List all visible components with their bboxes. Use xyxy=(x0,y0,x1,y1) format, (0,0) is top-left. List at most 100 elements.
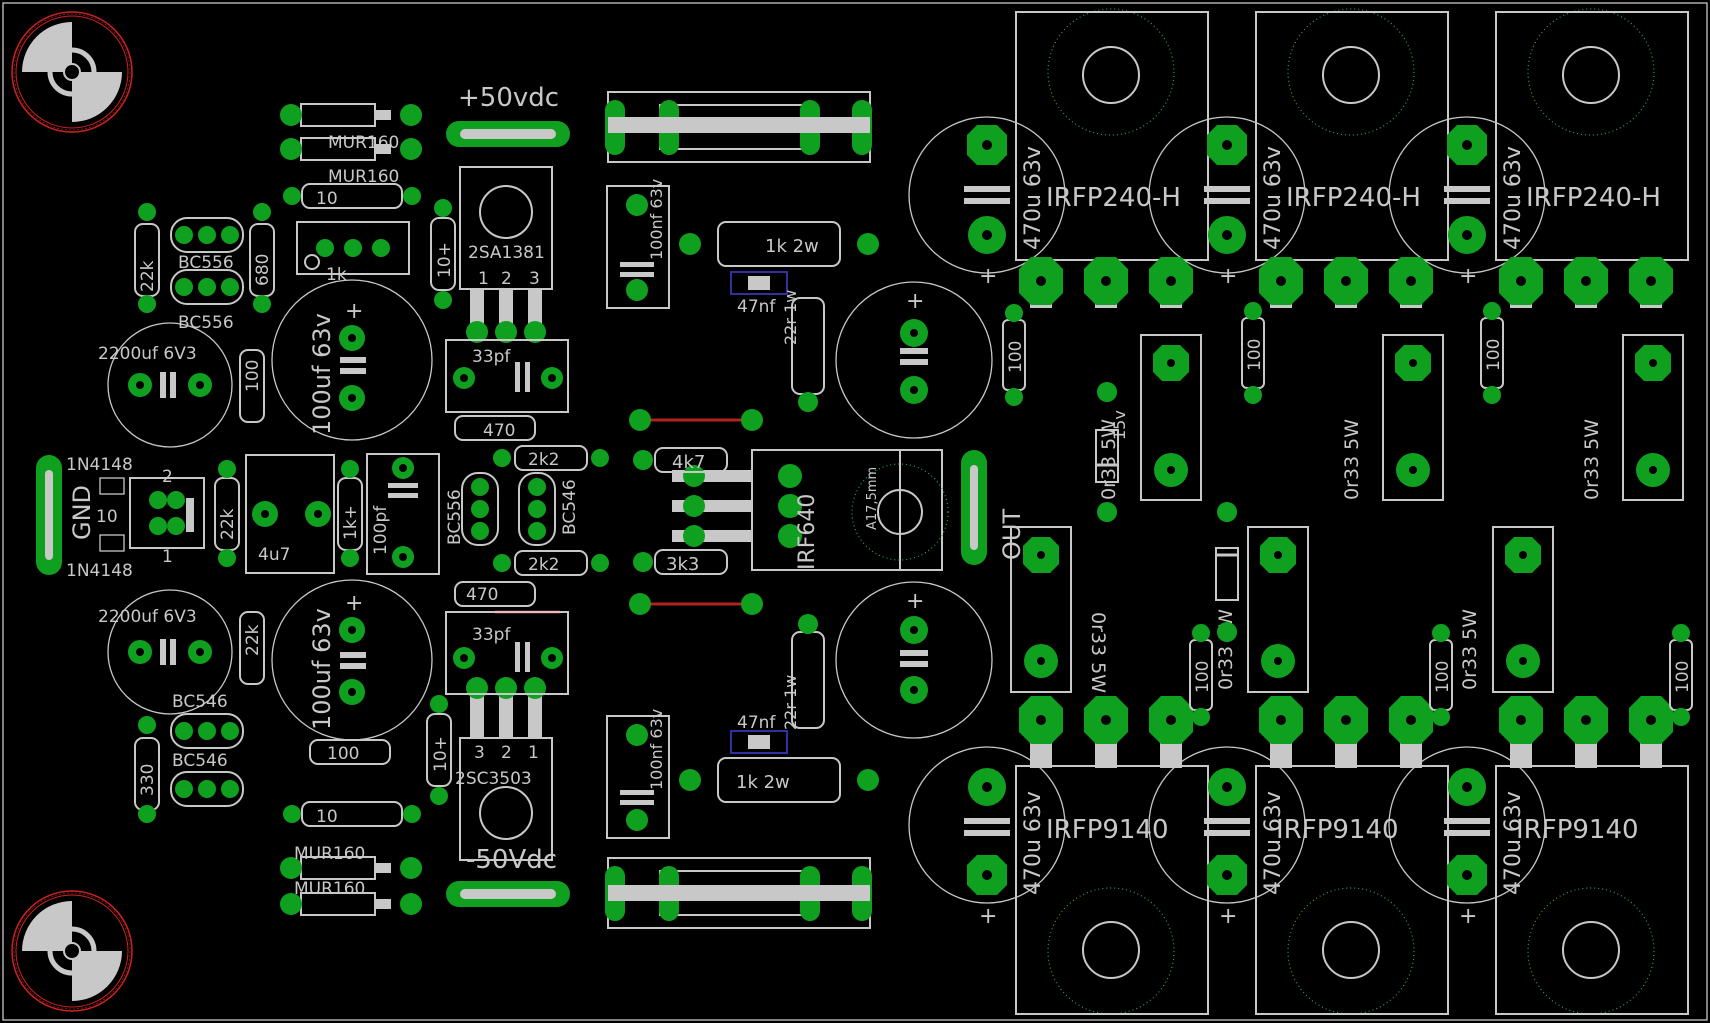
c33pf-label-2: 33pf xyxy=(472,625,511,645)
d1n4148-label-2: 1N4148 xyxy=(66,561,133,581)
r10-label-top: 10 xyxy=(316,189,338,209)
bc546-bottom-pair xyxy=(170,713,244,807)
pin1-label-bot: 1 xyxy=(528,743,539,763)
c4u7-label: 4u7 xyxy=(258,545,290,565)
r2k2-label-1: 2k2 xyxy=(528,450,559,470)
c100pf-label: 100pf xyxy=(371,505,391,555)
r0r33-label-4: 0r33 5W xyxy=(1087,612,1109,693)
r2k2-label-2: 2k2 xyxy=(528,555,559,575)
r10-horizontal xyxy=(283,183,421,827)
r10-label-bot: 10 xyxy=(316,807,338,827)
r0r33-label-5: 0r33 5W xyxy=(1215,609,1237,690)
irfp240-label-2: IRFP240-H xyxy=(1286,183,1421,213)
plus-mark: + xyxy=(345,591,363,616)
diff-pair-center xyxy=(461,472,556,546)
d1n4148-label-1: 1N4148 xyxy=(66,455,133,475)
out-label: OUT xyxy=(998,509,1026,560)
c2200-label-1: 2200uf 6V3 xyxy=(98,344,197,364)
bc546-label-center: BC546 xyxy=(560,479,580,535)
c47nf-smd xyxy=(730,271,788,754)
c470u-label-b3: 470u 63v xyxy=(1501,791,1526,895)
pot-label: 1k xyxy=(326,265,347,285)
r1k2w-resistors xyxy=(679,221,879,803)
c47nf-label-1: 47nf xyxy=(737,297,776,317)
c2200uf-caps xyxy=(107,322,233,715)
q2sc3503-label: 2SC3503 xyxy=(455,769,532,789)
c470u-label-t2: 470u 63v xyxy=(1261,146,1286,250)
r100-left xyxy=(239,349,265,685)
diodes-1n4148 xyxy=(99,477,205,552)
r100-label-g5: 100 xyxy=(1433,661,1453,693)
c100nf-caps xyxy=(606,185,670,839)
r470-resistors xyxy=(454,415,536,607)
c100uf-label-1: 100uf 63v xyxy=(308,313,336,435)
plus-mark: + xyxy=(906,589,924,614)
r4k7-label: 4k7 xyxy=(672,452,705,473)
plus-mark: + xyxy=(1459,904,1477,929)
r470-label-2: 470 xyxy=(466,585,498,605)
c470u-label-b2: 470u 63v xyxy=(1261,791,1286,895)
mur160-label-3: MUR160 xyxy=(294,844,365,864)
bc556-top-pair xyxy=(170,217,244,305)
r0r33-label-6: 0r33 5W xyxy=(1459,609,1481,690)
q2sa1381-label: 2SA1381 xyxy=(468,243,545,263)
heatsink-label: A17,5mm xyxy=(865,467,880,530)
trimmer-1k xyxy=(296,221,410,275)
r1k-plus xyxy=(337,460,363,567)
gnd-label: GND xyxy=(68,485,96,540)
bc556-label-1: BC556 xyxy=(178,253,234,273)
r22k-680-top xyxy=(134,203,275,313)
r100-label-g1: 100 xyxy=(1006,341,1026,373)
r100-label-g2: 100 xyxy=(1245,339,1265,371)
r22k-center xyxy=(214,460,240,567)
r0r33-label-1: 0r33 5W xyxy=(1098,419,1120,500)
mounting-hole-bottom xyxy=(11,890,133,1012)
c470u-label-t1: 470u 63v xyxy=(1021,146,1046,250)
irfp9140-label-2: IRFP9140 xyxy=(1276,815,1399,845)
irfp240-label-1: IRFP240-H xyxy=(1046,183,1181,213)
r22k-label-center: 22k xyxy=(218,508,238,540)
mur160-label-4: MUR160 xyxy=(294,879,365,899)
mur160-diodes xyxy=(280,103,422,916)
r680-label: 680 xyxy=(253,254,273,286)
irfp240-label-3: IRFP240-H xyxy=(1526,183,1661,213)
r22k-label-top: 22k xyxy=(138,260,158,292)
c100uf-label-2: 100uf 63v xyxy=(308,608,336,730)
pos-supply-label: +50vdc xyxy=(458,83,559,113)
pin-mark: 1 xyxy=(162,547,173,567)
r1k2w-label-2: 1k 2w xyxy=(736,772,790,793)
zener-label: 15v xyxy=(1110,410,1129,440)
r22r1w-resistors xyxy=(791,297,825,729)
plus-mark: + xyxy=(979,264,997,289)
r0r33-label-2: 0r33 5W xyxy=(1341,419,1363,500)
r100-label-g6: 100 xyxy=(1673,661,1693,693)
gnd-terminal xyxy=(36,455,62,575)
plus-mark: + xyxy=(345,299,363,324)
r330-label: 330 xyxy=(138,764,158,796)
irf640-label: IRF640 xyxy=(795,494,820,570)
c2200-label-2: 2200uf 6V3 xyxy=(98,607,197,627)
c100nf-label-1: 100nf 63v xyxy=(647,179,666,260)
c470u-label-t3: 470u 63v xyxy=(1501,146,1526,250)
r0r33-label-3: 0r33 5W xyxy=(1581,419,1603,500)
output-pads-bottom xyxy=(967,696,1673,895)
r10plus-label-1: 10+ xyxy=(435,242,455,278)
r100-label-left1: 100 xyxy=(243,360,263,392)
bc546-label-2: BC546 xyxy=(172,751,228,771)
plus-mark: + xyxy=(1219,264,1237,289)
r100-label-g4: 100 xyxy=(1193,661,1213,693)
fuse-top xyxy=(605,91,872,163)
r100-label-g3: 100 xyxy=(1484,339,1504,371)
supply-terminals xyxy=(446,121,570,907)
mounting-hole-top xyxy=(11,11,133,133)
plus-mark: + xyxy=(1459,264,1477,289)
c47nf-label-2: 47nf xyxy=(737,713,776,733)
c33pf-label-1: 33pf xyxy=(472,347,511,367)
drill-holes xyxy=(136,329,918,696)
r10plus-label-2: 10+ xyxy=(431,736,451,772)
pin-mark: 2 xyxy=(162,467,173,487)
emitter-resistors xyxy=(1010,334,1684,693)
pin2-label-bot: 2 xyxy=(501,743,512,763)
